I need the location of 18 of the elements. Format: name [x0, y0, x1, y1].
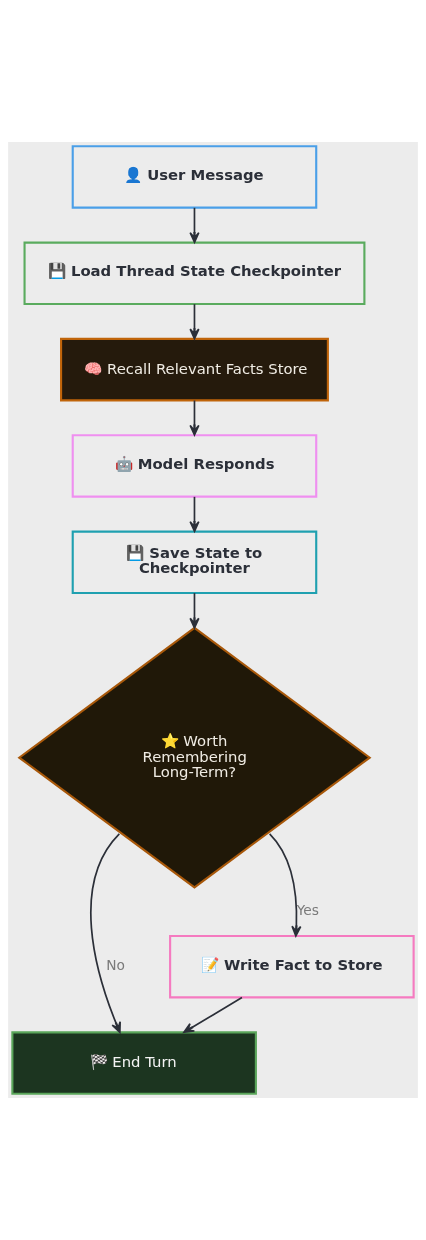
node-box: 💾 Save State to Checkpointer: [71, 530, 318, 595]
arrow: [268, 833, 302, 937]
node-box: 👤 User Message: [71, 145, 318, 209]
arrow: [189, 303, 200, 340]
node-box: 🧠 Recall Relevant Facts Store: [60, 337, 329, 402]
edge-label: Yes: [296, 902, 319, 919]
arrow: [89, 833, 121, 1034]
node-box: 📝 Write Fact to Store: [169, 934, 415, 999]
node-box: 💾 Load Thread State Checkpointer: [23, 241, 366, 306]
arrow: [189, 496, 200, 533]
arrow: [189, 592, 200, 629]
arrow: [189, 399, 200, 436]
arrow: [183, 996, 243, 1034]
node-diamond: ⭐ Worth Remembering Long-Term?: [17, 626, 372, 889]
node-box: 🏁 End Turn: [11, 1031, 257, 1095]
edge-label: No: [106, 957, 125, 974]
node-box: 🤖 Model Responds: [71, 434, 318, 498]
arrow: [189, 206, 200, 244]
